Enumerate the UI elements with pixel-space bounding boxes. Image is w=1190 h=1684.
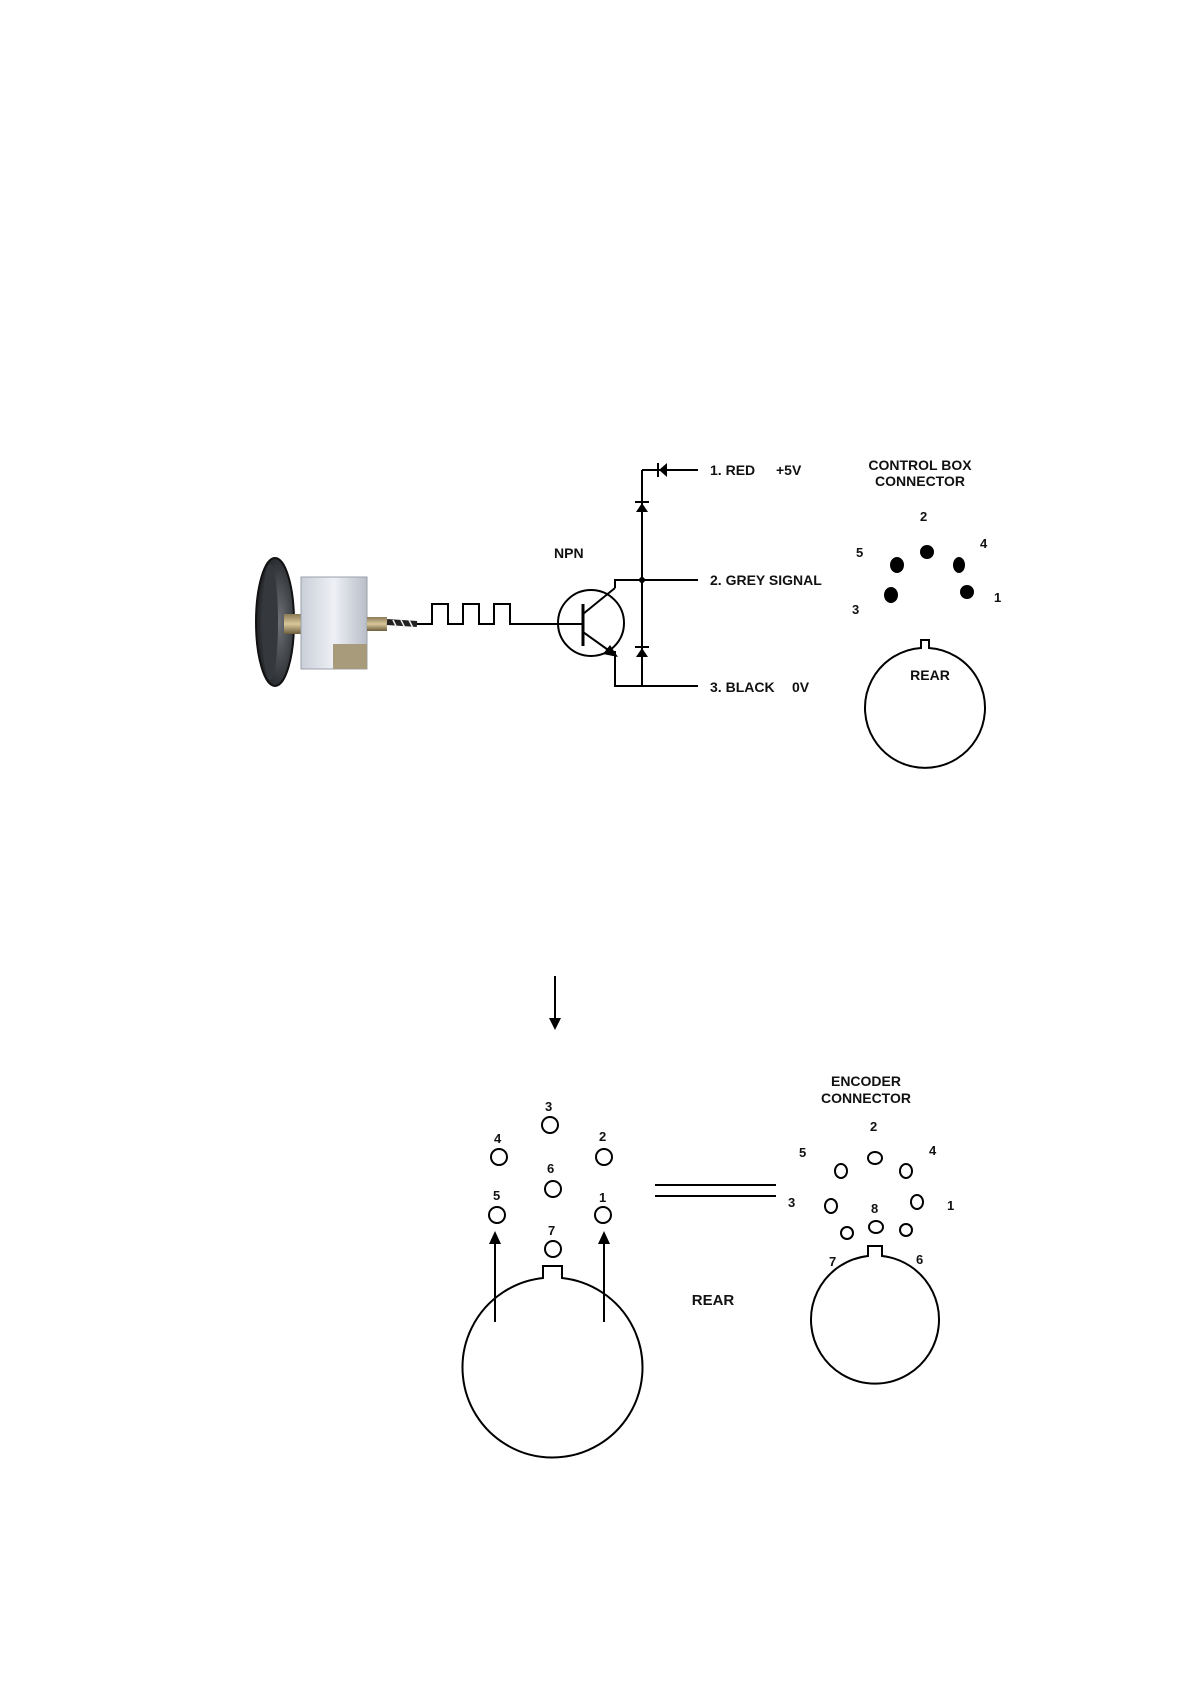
- enc-pin-label-7: 7: [829, 1254, 836, 1269]
- cs-pin-label-4: 4: [494, 1131, 502, 1146]
- control-box-connector: CONTROL BOX CONNECTOR 2 4 5 1 3 REAR: [852, 457, 1001, 768]
- cs-pin-label-6: 6: [547, 1161, 554, 1176]
- cb-pin-4: [953, 557, 965, 573]
- enc-pin-3: [825, 1199, 837, 1213]
- enc-pin-label-5: 5: [799, 1145, 806, 1160]
- cs-pin-5: [489, 1207, 505, 1223]
- cs-pin-label-2: 2: [599, 1129, 606, 1144]
- cb-pin-2: [920, 545, 934, 559]
- cb-pin-3: [884, 587, 898, 603]
- cs-pin-6: [545, 1181, 561, 1197]
- wire-1-voltage: +5V: [776, 462, 802, 478]
- enc-pin-8: [869, 1221, 883, 1233]
- cs-pin-2: [596, 1149, 612, 1165]
- enc-pin-label-6: 6: [916, 1252, 923, 1267]
- enc-pin-label-3: 3: [788, 1195, 795, 1210]
- control-box-title-line1: CONTROL BOX: [868, 457, 972, 473]
- cs-pin-1: [595, 1207, 611, 1223]
- cs-pin-7: [545, 1241, 561, 1257]
- encoder-title-line1: ENCODER: [831, 1073, 901, 1089]
- wire-label-1: 1. RED: [710, 462, 755, 478]
- cb-pin-1: [960, 585, 974, 599]
- enc-pin-label-8: 8: [871, 1201, 878, 1216]
- cs-pin-label-1: 1: [599, 1190, 606, 1205]
- encoder-device-image: [256, 558, 417, 686]
- control-box-title-line2: CONNECTOR: [875, 473, 965, 489]
- diode-lower: [635, 647, 649, 657]
- cb-pin-label-1: 1: [994, 590, 1001, 605]
- cable-gland: [367, 617, 387, 631]
- enc-pin-4: [900, 1164, 912, 1178]
- cable-socket: 3 4 2 6 5 1 7: [463, 1099, 643, 1457]
- npn-transistor: [558, 588, 624, 657]
- wire-label-2: 2. GREY SIGNAL: [710, 572, 822, 588]
- transistor-label: NPN: [554, 545, 584, 561]
- wire-3-voltage: 0V: [792, 679, 810, 695]
- cb-pin-label-4: 4: [980, 536, 988, 551]
- enc-pin-2: [868, 1152, 882, 1164]
- enc-pin-label-2: 2: [870, 1119, 877, 1134]
- enc-pin-7: [841, 1227, 853, 1239]
- cs-pin-4: [491, 1149, 507, 1165]
- enc-pin-label-1: 1: [947, 1198, 954, 1213]
- signal-wiring: [611, 463, 698, 686]
- down-arrow-icon: [549, 976, 561, 1030]
- control-box-view-label: REAR: [910, 667, 950, 683]
- cb-pin-5: [890, 557, 904, 573]
- wire-label-3: 3. BLACK: [710, 679, 775, 695]
- encoder-view-label: REAR: [692, 1292, 735, 1309]
- cs-pin-3: [542, 1117, 558, 1133]
- enc-pin-1: [911, 1195, 923, 1209]
- cb-pin-label-3: 3: [852, 602, 859, 617]
- pin-5-arrow-icon: [489, 1231, 501, 1322]
- enc-pin-6: [900, 1224, 912, 1236]
- junction-dot: [639, 577, 645, 583]
- encoder-title-line2: CONNECTOR: [821, 1090, 911, 1106]
- diode-supply: [658, 463, 667, 477]
- cable-link-lines: [655, 1185, 776, 1196]
- cb-pin-label-2: 2: [920, 509, 927, 524]
- cs-pin-label-5: 5: [493, 1188, 500, 1203]
- enc-pin-5: [835, 1164, 847, 1178]
- pin-1-arrow-icon: [598, 1231, 610, 1322]
- cable-socket-outline: [463, 1266, 643, 1457]
- pulse-waveform: [417, 604, 567, 624]
- control-box-socket: [865, 640, 985, 768]
- encoder-connector: ENCODER CONNECTOR 2 5 4 3 8 1 7 6: [788, 1073, 954, 1384]
- diode-upper: [635, 502, 649, 512]
- cs-pin-label-7: 7: [548, 1223, 555, 1238]
- enc-pin-label-4: 4: [929, 1143, 937, 1158]
- cs-pin-label-3: 3: [545, 1099, 552, 1114]
- cb-pin-label-5: 5: [856, 545, 863, 560]
